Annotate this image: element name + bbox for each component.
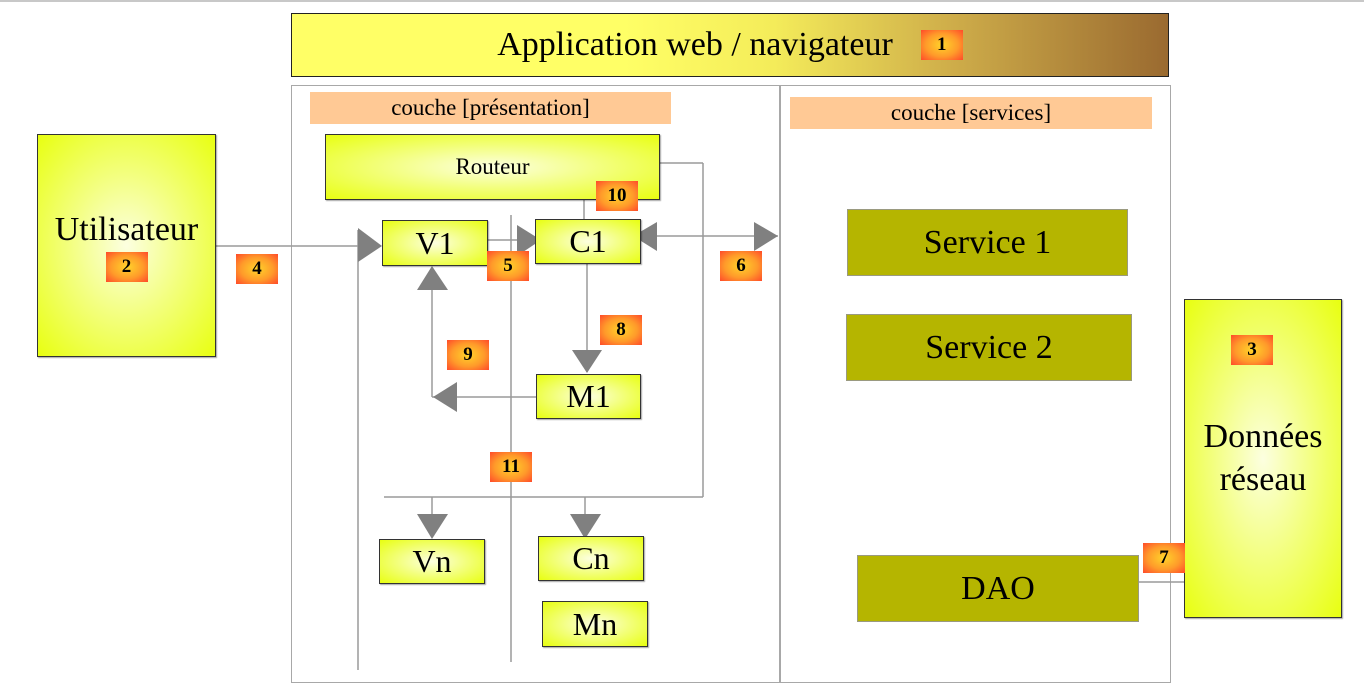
arrow-to-cn-icon [570, 514, 601, 539]
dao-node: DAO [857, 555, 1139, 622]
arrow-to-v1-up-icon [417, 266, 448, 290]
badge-5: 5 [487, 251, 529, 281]
badge-8: 8 [600, 315, 642, 345]
router-label: Routeur [455, 154, 530, 179]
service-2-label: Service 2 [925, 328, 1053, 366]
top-border [0, 0, 1364, 2]
arrow-to-c1-icon [517, 225, 541, 256]
service-2-node: Service 2 [846, 314, 1132, 381]
arrow-to-m1-icon [572, 350, 602, 373]
arrow-to-services-icon [754, 222, 778, 251]
v1-label: V1 [415, 224, 455, 261]
vn-label: Vn [412, 543, 452, 579]
model-mn-node: Mn [542, 601, 648, 647]
badge-10: 10 [596, 181, 638, 211]
m1-label: M1 [566, 378, 611, 414]
router-node: Routeur [325, 134, 660, 200]
badge-2: 2 [105, 251, 148, 282]
view-v1-node: V1 [382, 220, 488, 266]
controller-cn-node: Cn [538, 536, 644, 581]
badge-11: 11 [490, 452, 532, 482]
data-label-line2: réseau [1219, 460, 1307, 498]
service-1-label: Service 1 [923, 223, 1052, 261]
controller-c1-node: C1 [535, 219, 641, 264]
c1-label: C1 [569, 223, 607, 259]
presentation-layer-label: couche [présentation] [310, 92, 671, 124]
app-title-bar: Application web / navigateur 1 [291, 13, 1169, 77]
dao-label: DAO [961, 569, 1035, 607]
arrow-m1-to-left-icon [433, 382, 457, 412]
arrow-to-v1-icon [358, 228, 382, 262]
arrow-to-c1-left-icon [633, 222, 657, 251]
badge-9: 9 [447, 340, 489, 370]
layers-divider [779, 85, 781, 683]
view-vn-node: Vn [379, 539, 485, 584]
badge-1: 1 [920, 30, 963, 60]
services-layer-label: couche [services] [790, 97, 1152, 129]
user-node: Utilisateur 2 [37, 134, 216, 357]
badge-6: 6 [720, 251, 762, 281]
layers-frame [291, 85, 1171, 683]
arrow-to-vn-icon [417, 514, 448, 539]
service-1-node: Service 1 [847, 209, 1128, 276]
badge-4: 4 [236, 254, 278, 284]
badge-3: 3 [1231, 335, 1273, 365]
mn-label: Mn [572, 605, 618, 642]
app-title: Application web / navigateur [497, 26, 893, 63]
badge-7: 7 [1143, 543, 1185, 573]
data-label-line1: Données [1203, 418, 1323, 455]
cn-label: Cn [572, 540, 610, 576]
model-m1-node: M1 [536, 374, 641, 419]
user-label: Utilisateur [54, 211, 199, 249]
